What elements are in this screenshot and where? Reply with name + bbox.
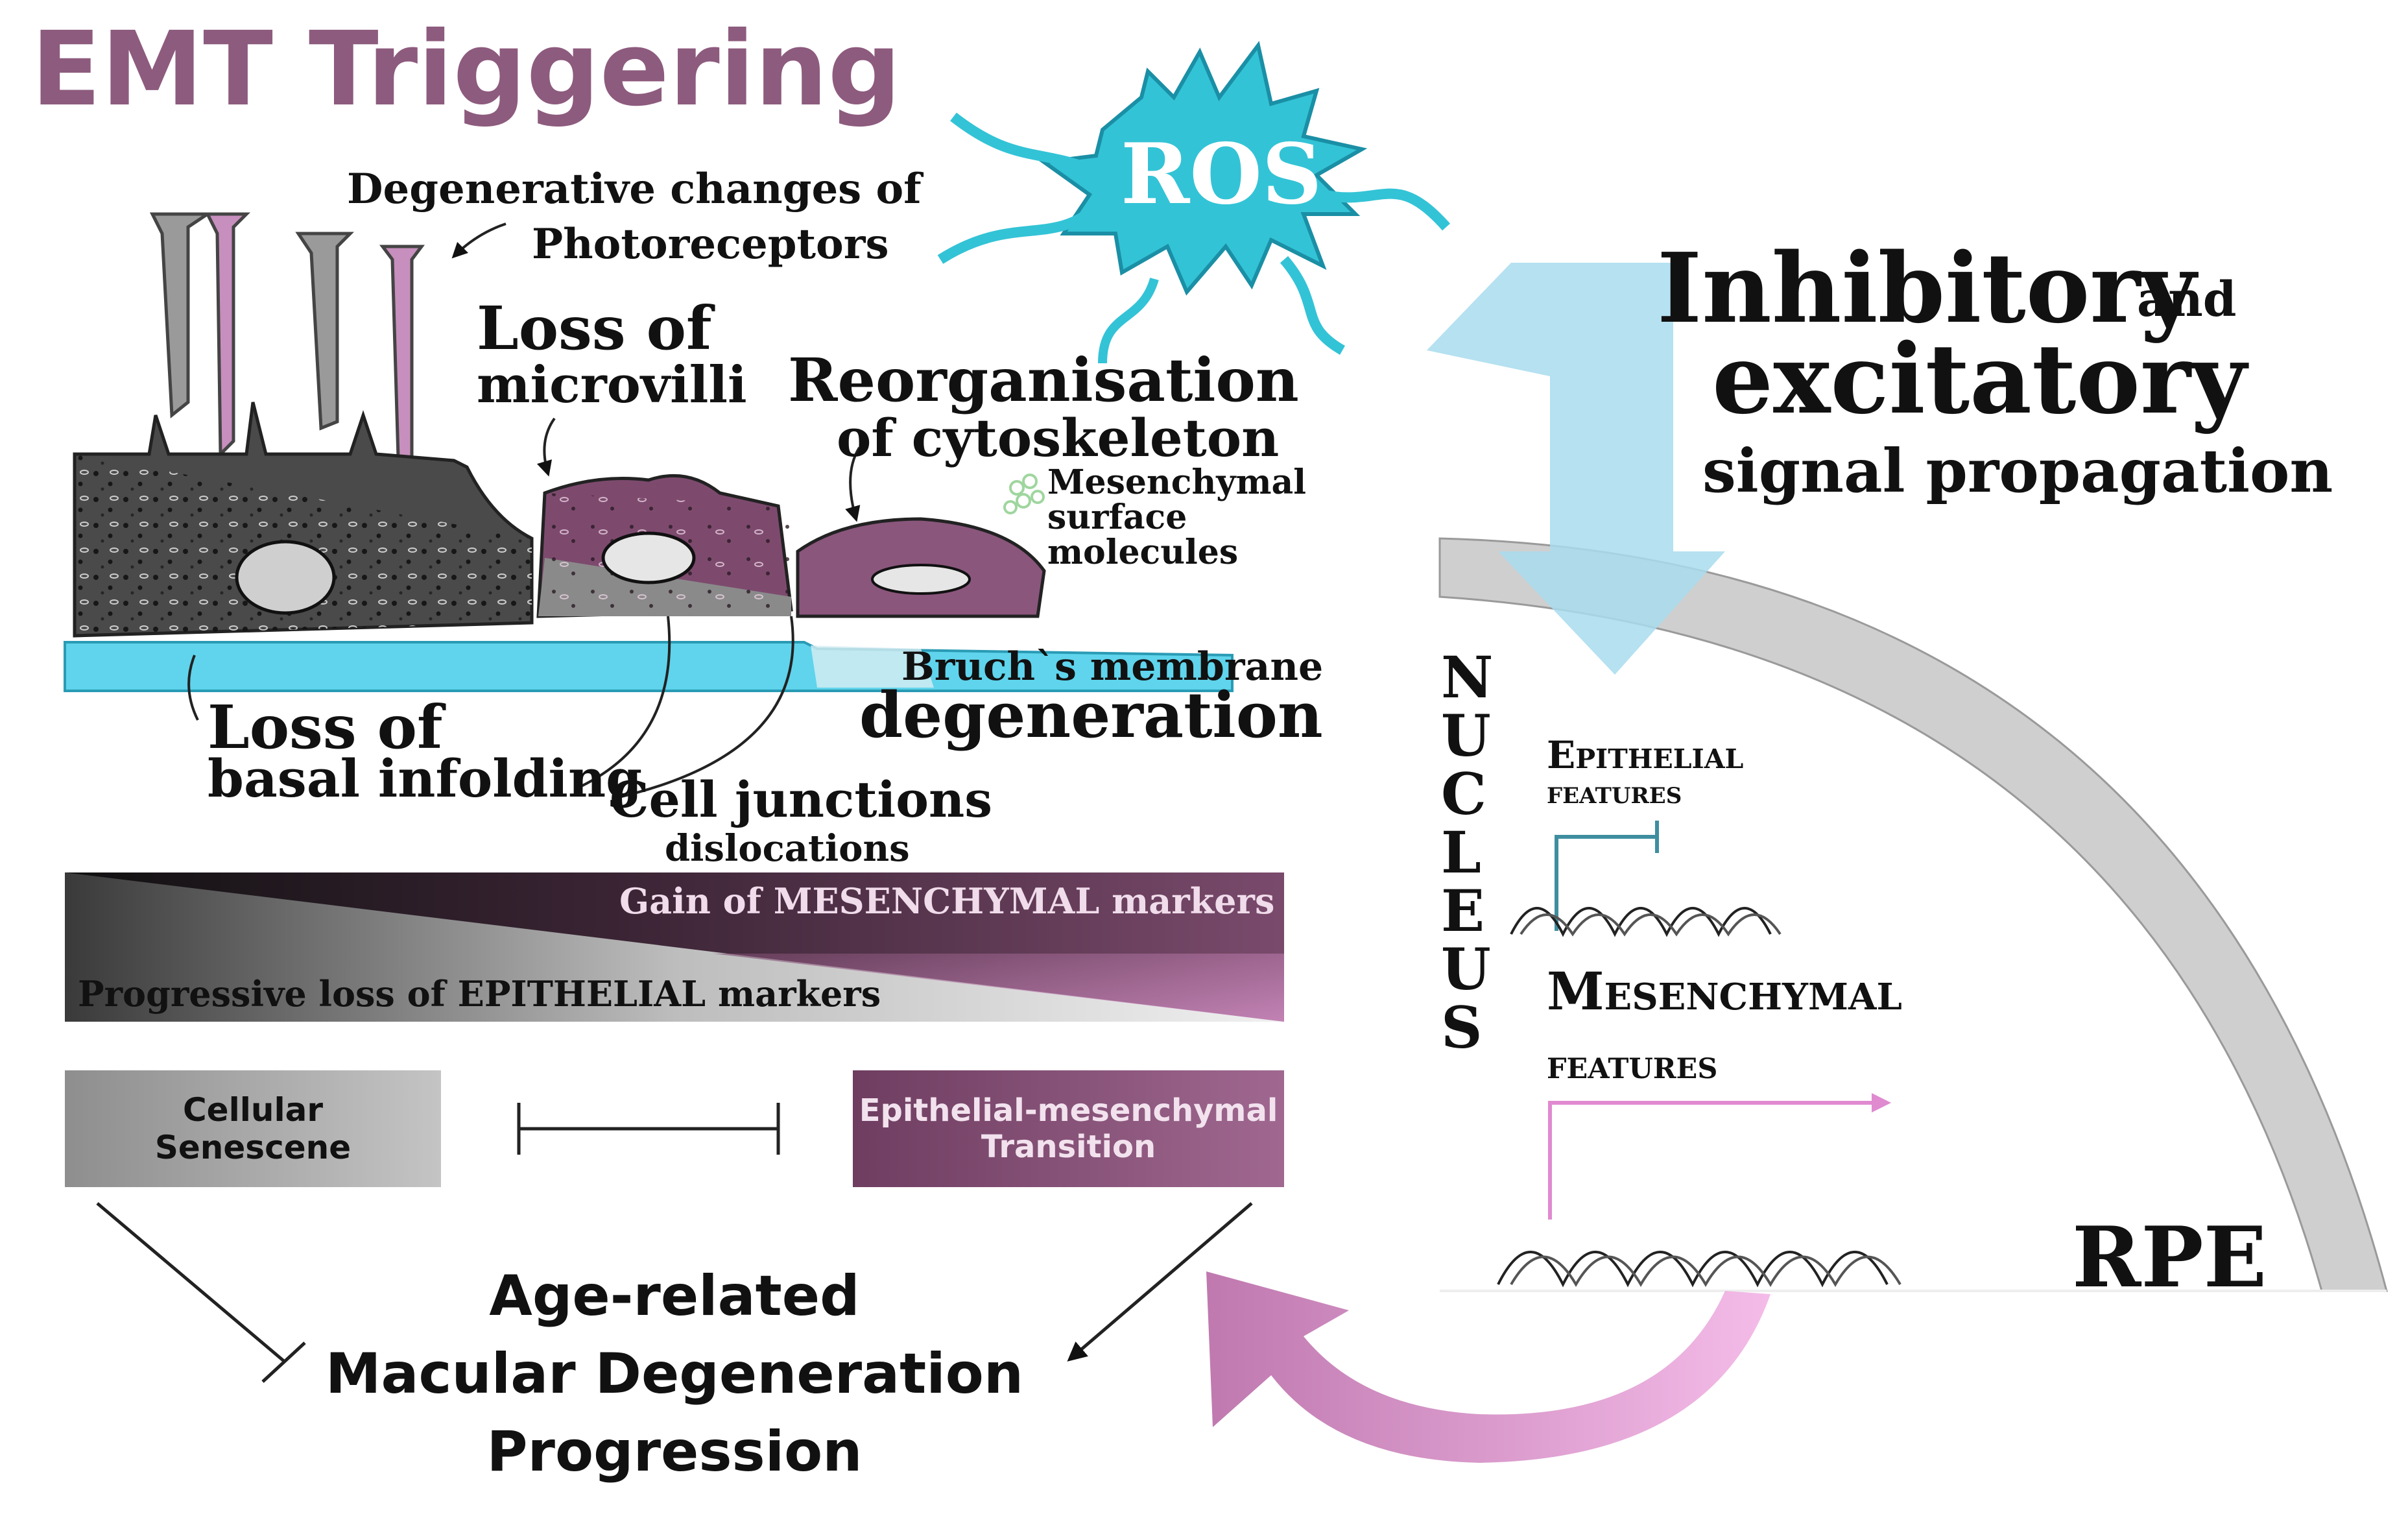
cytoskeleton-label-line1: Reorganisation [788, 345, 1299, 415]
bruch-membrane [64, 641, 1234, 692]
amd-links [96, 1202, 1253, 1383]
feedback-arrow [1206, 1271, 1770, 1463]
nucleus-letter-2: U [1441, 702, 1491, 769]
photoreceptors-label-line1: Degenerative changes of [347, 165, 922, 213]
basal-label-line1: Loss of [208, 692, 443, 762]
pointer-lines [187, 223, 861, 799]
surface-molecules-line1: Mesenchymal [1047, 463, 1306, 502]
nucleus-letter-4: L [1441, 819, 1481, 886]
nucleus-letter-6: U [1441, 935, 1491, 1003]
senescence-line1: Cellular [182, 1091, 323, 1129]
photoreceptors [149, 212, 425, 484]
junctions-label-line1: Cell junctions [610, 771, 993, 828]
nucleus-transition [601, 531, 696, 584]
mesenchymal-features-line2: features [1547, 1041, 1718, 1088]
bruch-label-line2: degeneration [859, 679, 1323, 752]
amd-label-line1: Age-related [489, 1264, 860, 1329]
ros-burst [937, 40, 1450, 364]
mesenchymal-gene [1497, 1093, 1901, 1288]
surface-molecules-line3: molecules [1047, 533, 1239, 572]
epithelial-features-line1: Epithelial [1547, 733, 1744, 777]
surface-molecules-line2: surface [1047, 498, 1187, 537]
senescence-box [65, 1070, 441, 1187]
emt-box-bg [853, 1070, 1284, 1187]
microvilli-label-line2: microvilli [477, 355, 747, 415]
nucleus-mesenchymal [871, 564, 971, 595]
senescence-line2: Senescene [154, 1129, 352, 1166]
mesenchymal-features-line1: Mesenchymal [1547, 961, 1902, 1022]
nucleus-gray [235, 540, 336, 615]
gain-mesenchymal-label: Gain of MESENCHYMAL markers [619, 880, 1275, 922]
rpe-label: RPE [2072, 1209, 2267, 1306]
signal-word-propagation: signal propagation [1702, 436, 2333, 506]
signal-word-excitatory: excitatory [1712, 322, 2247, 435]
emt-line1: Epithelial-mesenchymal [859, 1092, 1278, 1129]
nucleus-letter-7: S [1441, 994, 1483, 1061]
cytoskeleton-label-line2: of cytoskeleton [837, 407, 1280, 468]
basal-label-line2: basal infolding [208, 748, 643, 809]
epithelial-features-line2: features [1547, 775, 1682, 811]
surface-molecules-icon [1003, 474, 1045, 514]
nucleus-letter-3: C [1441, 760, 1487, 828]
signal-word-inhibitory: Inhibitory [1657, 232, 2197, 344]
nucleus-letter-5: E [1441, 877, 1485, 944]
photoreceptors-label-line2: Photoreceptors [532, 220, 889, 269]
microvilli-label-line1: Loss of [477, 293, 712, 363]
signal-word-and: and [2137, 272, 2237, 328]
amd-label-line3: Progression [486, 1419, 863, 1484]
amd-label-line2: Macular Degeneration [325, 1342, 1024, 1406]
nucleus-letter-1: N [1441, 644, 1494, 711]
diagram-title: EMT Triggering [31, 10, 901, 129]
rpe-cell-wall [1438, 537, 2388, 1292]
signal-arrow [1427, 263, 1725, 675]
ros-label: ROS [1121, 126, 1322, 223]
loss-epithelial-label: Progressive loss of EPITHELIAL markers [78, 973, 881, 1015]
emt-line2: Transition [981, 1129, 1156, 1165]
junctions-label-line2: dislocations [665, 827, 910, 870]
bruch-label-line1: Bruch`s membrane [901, 644, 1324, 690]
inhibition-line [517, 1103, 780, 1155]
epithelial-gene [1510, 821, 1782, 937]
